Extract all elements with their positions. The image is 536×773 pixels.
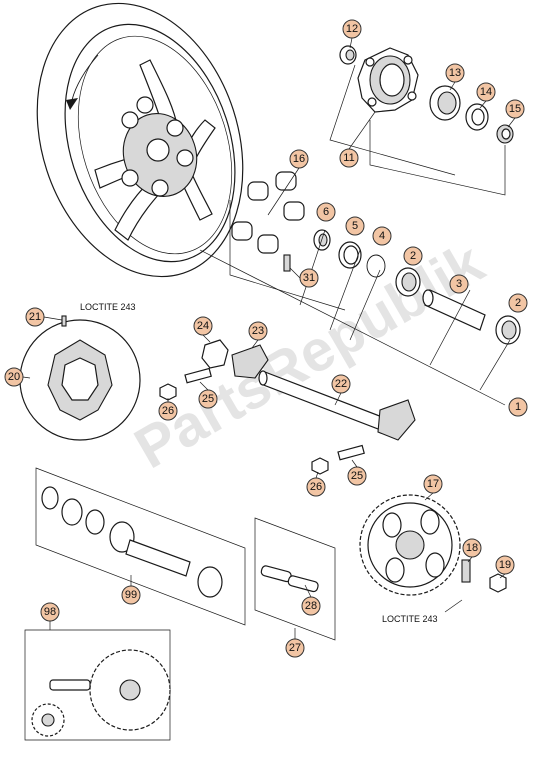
bolt-25-right[interactable] (337, 444, 365, 461)
chain-kit-98[interactable] (31, 649, 171, 737)
callout-98: 98 (40, 602, 60, 622)
valve-31[interactable] (283, 254, 291, 272)
callout-12: 12 (342, 19, 362, 39)
kit-99-panel (35, 467, 246, 626)
seal-5[interactable] (338, 241, 362, 269)
nut-19[interactable] (489, 573, 507, 593)
svg-text:1: 1 (515, 401, 521, 413)
svg-text:25: 25 (351, 470, 363, 482)
callout-26b: 26 (306, 477, 326, 497)
svg-text:31: 31 (303, 272, 315, 284)
svg-text:15: 15 (509, 103, 521, 115)
callout-31: 31 (299, 268, 319, 288)
svg-text:18: 18 (466, 542, 478, 554)
bearing-2-left[interactable] (395, 267, 421, 297)
svg-text:3: 3 (456, 278, 462, 290)
callout-25b: 25 (347, 466, 367, 486)
kit-99-parts[interactable] (41, 486, 223, 598)
rear-sprocket[interactable] (359, 494, 461, 596)
callout-1: 1 (508, 397, 528, 417)
chain-links-28[interactable] (260, 565, 319, 593)
svg-text:26: 26 (310, 481, 322, 493)
loctite-note-bottom: LOCTITE 243 (382, 614, 438, 624)
svg-text:22: 22 (335, 378, 347, 390)
callout-24: 24 (193, 316, 213, 336)
bearing-2-right[interactable] (495, 315, 521, 345)
callout-21: 21 (25, 307, 45, 327)
svg-text:25: 25 (202, 393, 214, 405)
seal-ring-14[interactable] (465, 103, 489, 131)
rear-wheel[interactable] (4, 0, 277, 303)
nut-24[interactable] (201, 339, 229, 369)
svg-text:17: 17 (427, 478, 439, 490)
callout-25a: 25 (198, 389, 218, 409)
callout-14: 14 (476, 82, 496, 102)
svg-text:14: 14 (480, 86, 492, 98)
svg-text:5: 5 (352, 220, 358, 232)
bolt-25-left[interactable] (184, 367, 212, 384)
callout-17: 17 (423, 474, 443, 494)
svg-text:16: 16 (293, 153, 305, 165)
bearing-13[interactable] (429, 85, 461, 121)
svg-text:11: 11 (343, 152, 354, 164)
bushing-12[interactable] (339, 45, 357, 65)
axle-22[interactable] (258, 370, 416, 441)
svg-text:27: 27 (289, 642, 301, 654)
callout-3: 3 (449, 274, 469, 294)
circlip-4[interactable] (366, 254, 386, 278)
stud-bolt-18[interactable] (461, 559, 471, 583)
callout-16: 16 (289, 149, 309, 169)
screw-21[interactable] (61, 315, 67, 327)
callout-99: 99 (121, 585, 141, 605)
brake-disc[interactable] (19, 319, 141, 441)
kit-28-panel (254, 517, 336, 641)
callout-22: 22 (331, 374, 351, 394)
svg-text:28: 28 (305, 600, 317, 612)
svg-text:26: 26 (162, 405, 174, 417)
svg-text:20: 20 (8, 371, 20, 383)
callout-19: 19 (495, 555, 515, 575)
svg-text:4: 4 (379, 230, 385, 242)
svg-text:6: 6 (323, 206, 329, 218)
svg-text:23: 23 (252, 325, 264, 337)
callout-4: 4 (372, 226, 392, 246)
svg-text:2: 2 (410, 250, 416, 262)
damper-rubbers[interactable] (231, 171, 305, 254)
svg-text:99: 99 (125, 589, 137, 601)
callout-23: 23 (248, 321, 268, 341)
nut-26-left[interactable] (159, 383, 177, 401)
callout-2a: 2 (403, 246, 423, 266)
callout-6: 6 (316, 202, 336, 222)
callout-20: 20 (4, 367, 24, 387)
spacer-15[interactable] (496, 124, 514, 144)
svg-text:12: 12 (346, 23, 358, 35)
svg-text:21: 21 (29, 311, 41, 323)
callout-13: 13 (445, 63, 465, 83)
sprocket-carrier[interactable] (357, 47, 419, 113)
loctite-note-top: LOCTITE 243 (80, 302, 136, 312)
callout-5: 5 (345, 216, 365, 236)
callout-15: 15 (505, 99, 525, 119)
nut-26-right[interactable] (311, 457, 329, 475)
svg-text:98: 98 (44, 606, 56, 618)
callout-11: 11 (339, 148, 359, 168)
callout-28: 28 (301, 596, 321, 616)
callout-26a: 26 (158, 401, 178, 421)
callout-27: 27 (285, 638, 305, 658)
svg-text:24: 24 (197, 320, 209, 332)
kit-98-panel (24, 629, 171, 741)
callout-2b: 2 (508, 293, 528, 313)
svg-text:13: 13 (449, 67, 461, 79)
spacer-tube-3[interactable] (422, 289, 486, 331)
callout-18: 18 (462, 538, 482, 558)
chain-adjuster-23[interactable] (231, 344, 269, 379)
svg-text:2: 2 (515, 297, 521, 309)
svg-text:19: 19 (499, 559, 511, 571)
